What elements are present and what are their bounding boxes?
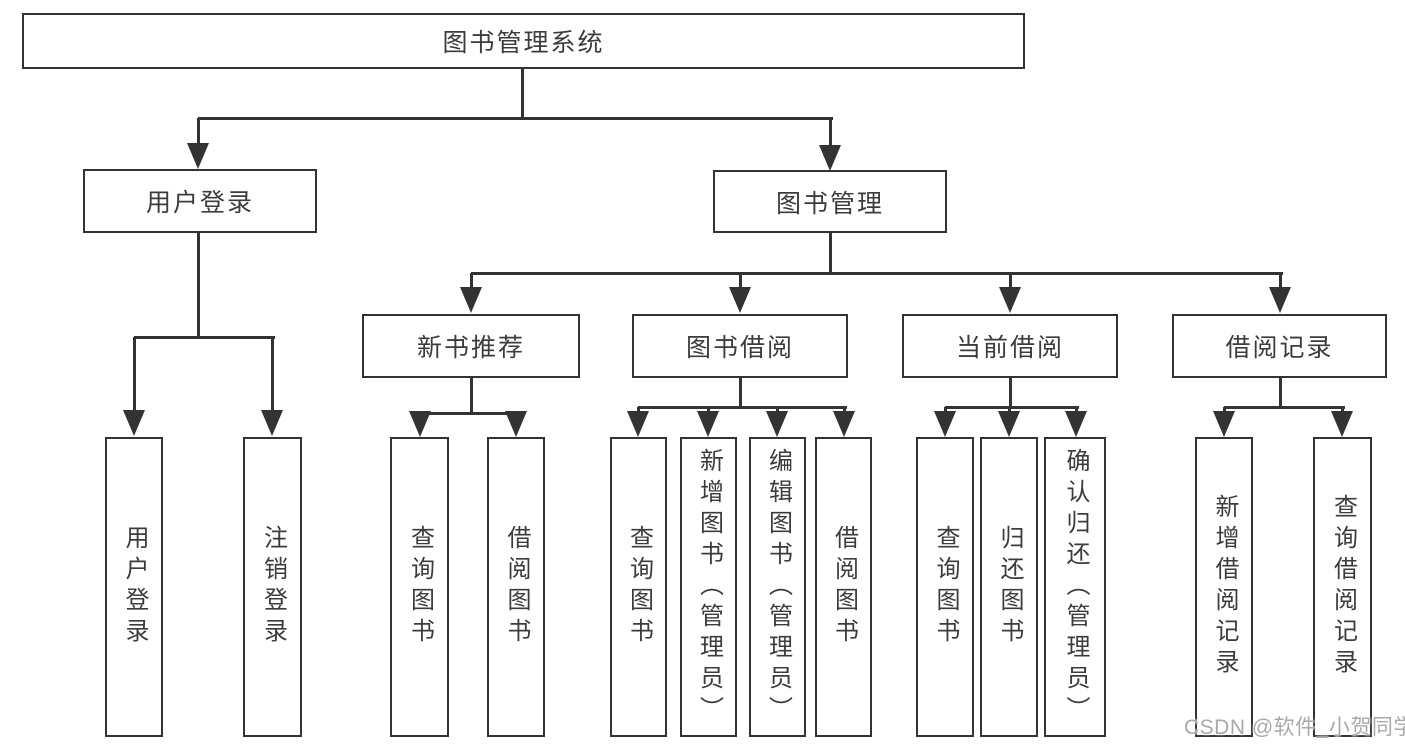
arrow-down-icon [998,411,1020,437]
node-book-borrowing: 图书借阅 [632,314,848,378]
connector-line [1278,273,1282,289]
connector-line [636,407,640,413]
arrow-down-icon [460,287,482,313]
leaf-query-books-current: 查询图书 [916,437,974,737]
leaf-add-book-admin: 新增图书（管理员） [680,437,737,737]
connector-line [134,335,275,339]
connector-line [198,116,833,120]
arrow-down-icon [409,411,431,437]
node-library-management-system: 图书管理系统 [22,13,1025,69]
node-current-borrowing: 当前借阅 [902,314,1118,378]
connector-line [775,407,779,413]
connector-line [842,407,846,413]
connector-line [270,337,274,412]
connector-line [1008,377,1012,409]
leaf-query-books-borrowing: 查询图书 [610,437,667,737]
arrow-down-icon [819,145,841,171]
arrow-down-icon [729,287,751,313]
arrow-down-icon [1213,411,1235,437]
connector-line [943,407,947,413]
connector-line [1222,407,1226,413]
arrow-down-icon [261,410,283,436]
arrow-down-icon [1065,411,1087,437]
connector-line [828,233,832,275]
connector-line [469,273,473,289]
connector-line [196,233,200,339]
arrow-down-icon [627,411,649,437]
leaf-borrow-books-recommend: 借阅图书 [487,437,545,737]
arrow-down-icon [1331,411,1353,437]
leaf-user-login: 用户登录 [105,437,163,737]
connector-line [520,69,524,120]
connector-line [1074,407,1078,413]
connector-line [471,271,1283,275]
connector-line [196,118,200,145]
connector-line [706,407,710,413]
arrow-down-icon [187,143,209,169]
connector-line [828,118,832,147]
leaf-add-borrow-record: 新增借阅记录 [1195,437,1253,737]
connector-line [1007,407,1011,413]
connector-line [1008,273,1012,289]
arrow-down-icon [697,411,719,437]
leaf-logout: 注销登录 [243,437,302,737]
connector-line [132,337,136,412]
leaf-borrow-books-borrowing: 借阅图书 [815,437,872,737]
connector-line [1340,407,1344,413]
arrow-down-icon [766,411,788,437]
node-borrowing-records: 借阅记录 [1172,314,1387,378]
connector-line [469,377,473,414]
connector-line [1224,405,1345,409]
connector-line [638,405,847,409]
arrow-down-icon [505,411,527,437]
leaf-confirm-return-admin: 确认归还（管理员） [1044,437,1106,737]
connector-line [420,411,519,415]
arrow-down-icon [123,410,145,436]
leaf-edit-book-admin: 编辑图书（管理员） [749,437,806,737]
node-book-management: 图书管理 [713,170,947,233]
connector-line [738,377,742,409]
connector-line [1278,377,1282,409]
arrow-down-icon [1269,287,1291,313]
leaf-query-books-recommend: 查询图书 [390,437,449,737]
watermark-csdn: CSDN @软件_小贺同学 [1184,716,1405,739]
arrow-down-icon [833,411,855,437]
leaf-return-books: 归还图书 [980,437,1038,737]
node-new-book-recommendation: 新书推荐 [362,314,580,378]
arrow-down-icon [999,287,1021,313]
leaf-query-borrow-record: 查询借阅记录 [1313,437,1372,737]
connector-line [945,405,1079,409]
arrow-down-icon [934,411,956,437]
node-user-login: 用户登录 [83,169,317,233]
connector-line [738,273,742,289]
